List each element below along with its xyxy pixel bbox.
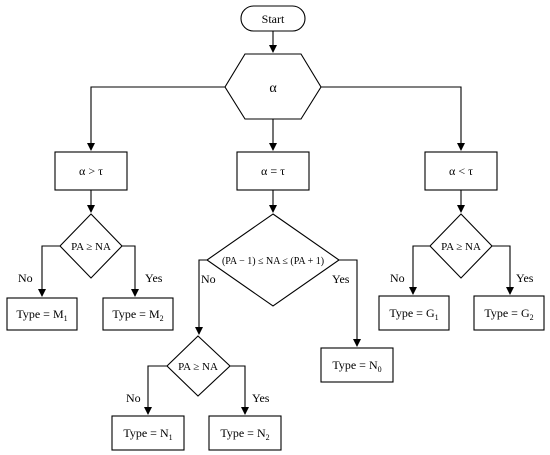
decision-right-label: PA ≥ NA [441,241,481,253]
start-node: Start [240,5,306,32]
edge-alpha-left [87,86,228,151]
label-no-right: No [390,271,405,285]
outcome-n0-label: Type = N0 [332,358,381,374]
label-no-left: No [18,271,33,285]
condition-mid-label: α = τ [261,164,285,178]
edge-bottom-no [144,365,167,415]
edge-alpha-right [320,86,465,151]
alpha-node: α [224,53,322,120]
edge-bottom-yes [230,365,249,415]
decision-bottom: PA ≥ NA [166,335,231,397]
label-yes-left: Yes [145,271,163,285]
alpha-label: α [269,81,277,96]
label-no-bottom: No [126,391,141,405]
condition-right: α < τ [424,151,498,191]
edge-mid-no [195,259,207,335]
label-yes-right: Yes [516,271,534,285]
edge-mid-yes [339,259,361,347]
edge-left-yes [122,245,139,297]
outcome-n0: Type = N0 [320,347,394,383]
label-no-mid: No [201,272,216,286]
edge-right-yes [492,245,514,295]
edge-left-no [38,245,60,297]
outcome-g1-label: Type = G1 [389,306,438,322]
outcome-m2-label: Type = M2 [112,307,163,323]
decision-left: PA ≥ NA [59,213,123,279]
edge-right-no [409,245,430,295]
decision-mid: (PA − 1) ≤ NA ≤ (PA + 1) [206,213,340,307]
outcome-m1: Type = M1 [6,297,78,331]
condition-right-label: α < τ [449,164,473,178]
outcome-m1-label: Type = M1 [16,307,67,323]
condition-mid: α = τ [236,151,310,191]
decision-mid-label: (PA − 1) ≤ NA ≤ (PA + 1) [222,256,324,267]
connectors [38,31,514,415]
outcome-g1: Type = G1 [378,295,450,331]
condition-left-label: α > τ [79,164,103,178]
decision-left-label: PA ≥ NA [71,241,111,253]
outcome-g2: Type = G2 [473,295,545,331]
outcome-n1-label: Type = N1 [123,426,172,442]
label-yes-mid: Yes [332,272,350,286]
outcome-m2: Type = M2 [102,297,174,331]
decision-bottom-label: PA ≥ NA [178,361,218,373]
decision-right: PA ≥ NA [429,213,493,279]
label-yes-bottom: Yes [252,391,270,405]
condition-left: α > τ [54,151,128,191]
outcome-n1: Type = N1 [111,415,185,451]
outcome-g2-label: Type = G2 [484,306,533,322]
outcome-n2-label: Type = N2 [220,426,269,442]
start-label: Start [262,12,285,26]
outcome-n2: Type = N2 [208,415,282,451]
